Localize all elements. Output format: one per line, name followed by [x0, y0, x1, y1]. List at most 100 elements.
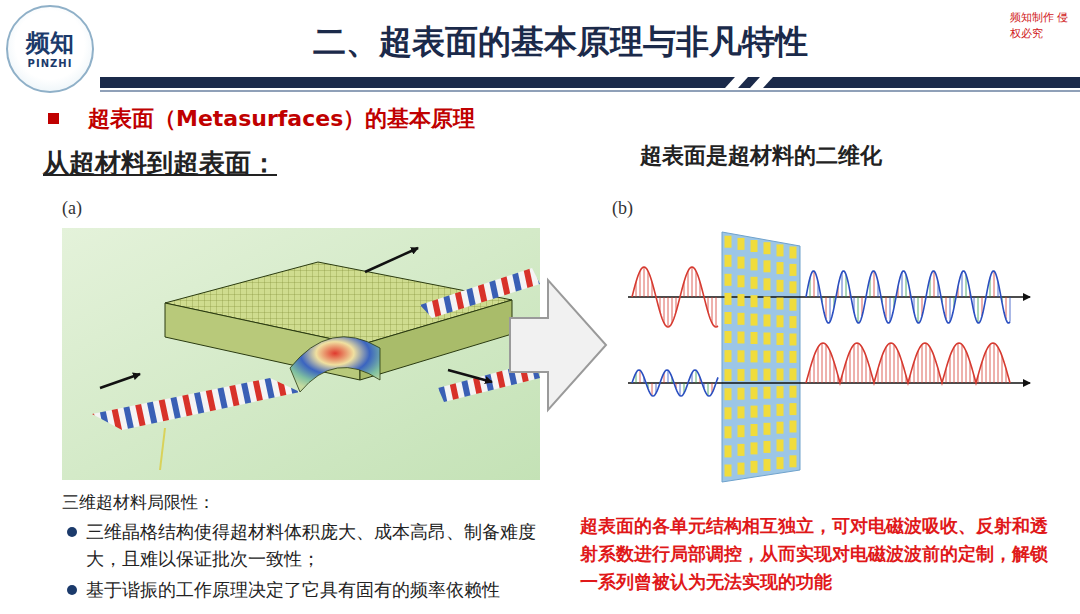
field-hatch — [696, 271, 697, 297]
unit-cell — [777, 404, 784, 416]
field-hatch — [692, 267, 693, 297]
field-hatch — [814, 271, 815, 297]
title-bar — [100, 77, 1080, 92]
field-hatch — [990, 345, 991, 384]
unit-cell — [738, 313, 745, 325]
wave-curve — [806, 343, 1010, 383]
unit-cell — [751, 387, 758, 399]
unit-cell — [790, 421, 797, 433]
field-hatch — [672, 297, 673, 323]
field-hatch — [934, 356, 935, 383]
field-hatch — [994, 343, 995, 383]
unit-cell — [751, 240, 758, 252]
unit-cell — [790, 455, 797, 467]
field-hatch — [854, 345, 855, 384]
unit-cell — [764, 387, 771, 399]
field-hatch — [688, 271, 689, 297]
unit-cell — [751, 295, 758, 307]
field-hatch — [934, 271, 935, 297]
field-hatch — [986, 351, 987, 383]
field-hatch — [640, 271, 641, 297]
highlight-note: 超表面的各单元结构相互独立，可对电磁波吸收、反射和透射系数进行局部调控，从而实现… — [580, 512, 1062, 596]
field-hatch — [716, 297, 717, 327]
bar-stripe — [750, 77, 773, 88]
probe-line — [160, 428, 165, 470]
field-hatch — [882, 356, 883, 383]
logo-wordmark: 频知 — [26, 29, 74, 57]
unit-cell — [725, 255, 732, 267]
unit-cell — [790, 316, 797, 328]
unit-cell — [764, 315, 771, 327]
metasurface-panel — [722, 232, 800, 482]
field-hatch — [842, 272, 843, 297]
field-hatch — [862, 347, 863, 383]
bar-stripe — [725, 77, 748, 88]
subheading: 从超材料到超表面： — [43, 146, 463, 180]
figure-heading: 超表面是超材料的二维化 — [640, 141, 970, 171]
field-hatch — [890, 297, 891, 322]
wave-arrow — [365, 248, 418, 272]
unit-cell — [777, 298, 784, 310]
unit-cell — [790, 386, 797, 398]
unit-cell — [790, 403, 797, 415]
field-hatch — [850, 351, 851, 383]
unit-cell — [725, 236, 732, 248]
unit-cell — [790, 281, 797, 293]
unit-cell — [790, 438, 797, 450]
unit-cell — [738, 369, 745, 381]
field-hatch — [926, 343, 927, 383]
unit-cell — [725, 388, 732, 400]
unit-cell — [764, 423, 771, 435]
wave-arrow — [100, 374, 140, 388]
unit-cell — [777, 280, 784, 292]
field-hatch — [1010, 297, 1011, 322]
wave-curve — [806, 271, 1010, 323]
field-hatch — [668, 297, 669, 327]
cloak-cavity — [290, 337, 380, 392]
field-hatch — [874, 271, 875, 297]
field-hatch — [978, 297, 979, 323]
field-hatch — [814, 356, 815, 383]
unit-cell — [751, 424, 758, 436]
field-hatch — [696, 370, 697, 383]
field-hatch — [950, 356, 951, 383]
unit-cell — [764, 333, 771, 345]
unit-cell — [764, 260, 771, 272]
unit-cell — [790, 299, 797, 311]
unit-cell — [738, 238, 745, 250]
transmitted-wave — [806, 343, 1010, 383]
unit-cell — [777, 315, 784, 327]
field-hatch — [1002, 356, 1003, 383]
unit-cell — [764, 441, 771, 453]
unit-cell — [751, 277, 758, 289]
transmitted-wave — [806, 271, 1010, 323]
unit-cell — [777, 386, 784, 398]
wave-curve — [632, 370, 718, 396]
unit-cell — [764, 351, 771, 363]
field-hatch — [822, 343, 823, 383]
bullet-text: 三维晶格结构使得超材料体积庞大、成本高昂、制备难度大，且难以保证批次一致性； — [86, 518, 556, 572]
bullet-dot — [67, 585, 77, 595]
logo-subtitle: PINZHI — [28, 57, 73, 70]
field-hatch — [958, 343, 959, 383]
field-hatch — [680, 383, 681, 396]
unit-cell — [738, 425, 745, 437]
field-hatch — [962, 345, 963, 384]
field-hatch — [894, 345, 895, 384]
unit-cell — [790, 368, 797, 380]
field-hatch — [866, 356, 867, 383]
bullet-text: 基于谐振的工作原理决定了它具有固有的频率依赖性 — [86, 576, 556, 603]
unit-cell — [738, 406, 745, 418]
unit-cell — [777, 262, 784, 274]
unit-cell — [790, 247, 797, 259]
unit-cell — [751, 461, 758, 473]
unit-cell — [738, 463, 745, 475]
unit-cell — [725, 331, 732, 343]
title-subrule — [100, 90, 1080, 92]
field-hatch — [648, 271, 649, 297]
field-hatch — [898, 351, 899, 383]
incident-wave — [632, 267, 718, 327]
incident-wave — [632, 370, 718, 396]
field-hatch — [930, 347, 931, 383]
copyright-note: 频知制作 侵权必究 — [1010, 10, 1072, 42]
